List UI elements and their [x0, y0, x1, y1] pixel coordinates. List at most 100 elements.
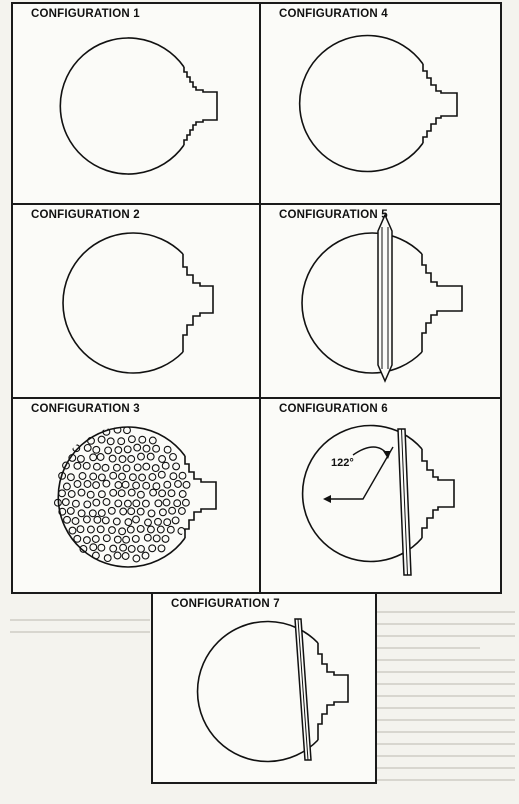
dimple	[112, 517, 121, 526]
dimple	[127, 435, 136, 444]
dimple	[142, 462, 151, 471]
dimple	[138, 473, 147, 482]
sphere-outline	[301, 424, 423, 563]
dimple	[181, 498, 190, 507]
dimple	[154, 517, 162, 526]
dimple	[73, 480, 82, 488]
dimple	[132, 481, 141, 490]
dimple	[143, 533, 152, 542]
panel-title: CONFIGURATION 2	[31, 209, 140, 221]
panel-configuration-3: CONFIGURATION 3	[11, 397, 261, 594]
dimple	[146, 525, 155, 534]
dimple	[131, 534, 140, 543]
dimple	[157, 470, 166, 479]
dimple	[136, 507, 145, 516]
fin-ring	[377, 213, 393, 383]
dimple	[118, 472, 126, 481]
dimple	[112, 463, 121, 472]
sphere-diagram	[196, 618, 349, 763]
dimple	[58, 489, 66, 498]
sphere-outline	[59, 37, 185, 175]
dimple	[132, 515, 140, 524]
dimple	[123, 445, 132, 454]
dimple	[66, 473, 75, 482]
dimple	[152, 444, 161, 453]
dimple	[158, 508, 167, 517]
dimple	[152, 482, 161, 491]
dimple	[161, 534, 170, 543]
dimple	[138, 435, 147, 444]
dimple	[127, 455, 136, 463]
panel-title: CONFIGURATION 6	[279, 403, 388, 415]
angle-lines	[329, 446, 394, 500]
dimple	[161, 461, 170, 470]
dimple	[108, 454, 117, 463]
dimple	[146, 452, 155, 461]
dimple	[147, 509, 156, 518]
angle-line-arrow	[323, 495, 331, 503]
dimple	[169, 452, 177, 461]
dimple	[133, 463, 142, 472]
sphere-outline	[57, 426, 186, 568]
panel-title: CONFIGURATION 3	[31, 403, 140, 415]
dimple	[127, 488, 136, 497]
dimple	[118, 455, 127, 464]
nozzle-stepped	[183, 67, 218, 145]
dimple	[92, 498, 101, 507]
sphere-diagram	[53, 426, 217, 568]
dimple	[132, 499, 141, 508]
nozzle-stepped	[317, 643, 349, 740]
panel-configuration-5: CONFIGURATION 5	[259, 203, 502, 399]
dimple	[117, 437, 126, 446]
dimple	[82, 536, 91, 545]
dimple	[127, 544, 136, 553]
dimple	[97, 490, 106, 499]
dimple	[83, 480, 92, 488]
dimple	[93, 515, 102, 524]
dimple	[86, 525, 95, 534]
dimple	[71, 517, 80, 525]
sphere-diagram	[301, 213, 463, 383]
dimple	[136, 524, 145, 533]
panel-configuration-6: CONFIGURATION 6 122°	[259, 397, 502, 594]
dimple	[82, 461, 91, 470]
dimple	[106, 437, 115, 446]
dimple	[89, 472, 98, 481]
panel-configuration-7: CONFIGURATION 7	[151, 592, 377, 784]
sphere-outline	[301, 232, 423, 374]
dimple	[113, 551, 122, 560]
panel-title: CONFIGURATION 4	[279, 8, 388, 20]
panel-configuration-1: CONFIGURATION 1	[11, 2, 261, 205]
dimple	[77, 509, 86, 518]
dimple	[68, 453, 77, 462]
dimple	[124, 518, 133, 527]
dimple	[148, 544, 157, 553]
dimple	[67, 490, 76, 498]
panel-configuration-2: CONFIGURATION 2	[11, 203, 261, 399]
dimple	[172, 462, 181, 471]
panel-title: CONFIGURATION 5	[279, 209, 388, 221]
dimple	[107, 506, 116, 515]
dimple	[149, 488, 158, 497]
dimple	[151, 464, 160, 473]
dimple	[126, 525, 135, 534]
dimple	[109, 471, 118, 480]
dimple	[89, 543, 98, 552]
dimple	[142, 481, 151, 490]
dimple	[156, 525, 165, 534]
angle-arc-arrow	[383, 451, 391, 459]
dimple	[87, 436, 95, 445]
dimple	[132, 554, 141, 563]
dimple	[76, 525, 85, 534]
panel-title: CONFIGURATION 1	[31, 8, 140, 20]
dimple	[78, 472, 87, 480]
dimple	[88, 509, 97, 518]
dimple	[76, 454, 85, 463]
panel-configuration-4: CONFIGURATION 4	[259, 2, 502, 205]
dimple	[79, 544, 88, 553]
dimple	[53, 498, 62, 507]
dimple	[86, 490, 95, 499]
dimple	[68, 526, 77, 535]
dimple	[163, 445, 172, 454]
angle-label: 122°	[331, 457, 354, 469]
